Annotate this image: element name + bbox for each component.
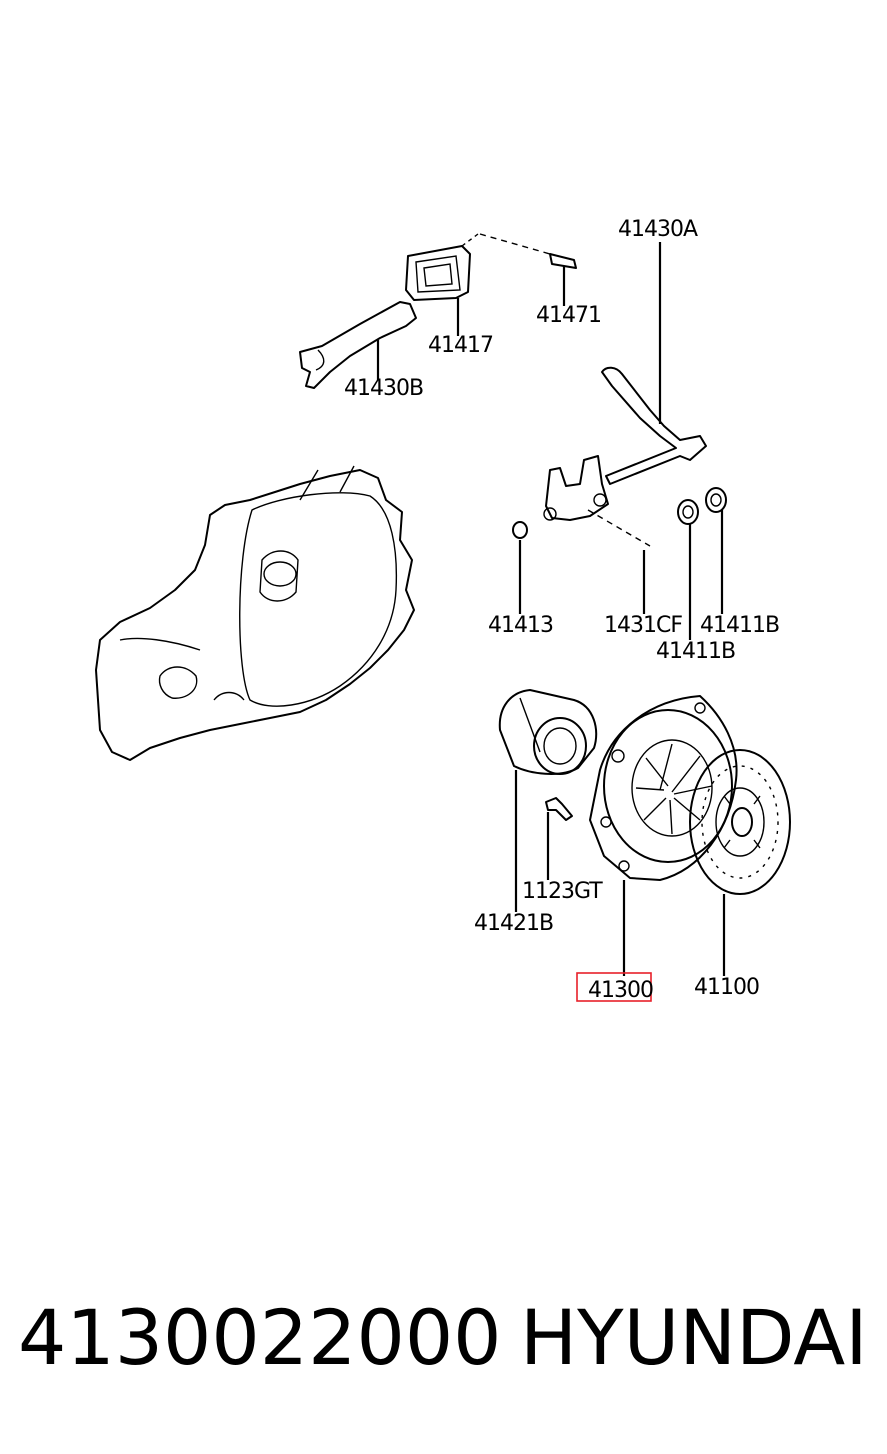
clutch-cover-drawing — [589, 695, 738, 881]
transmission-housing-drawing — [95, 465, 415, 761]
callout-41430B: 41430B — [344, 376, 423, 401]
brand-name-caption: HYUNDAI — [520, 1293, 868, 1382]
callout-41300: 41300 — [588, 978, 653, 1003]
callout-41421B: 41421B — [474, 911, 553, 936]
callout-41417: 41417 — [428, 333, 493, 358]
bushings-drawing — [512, 487, 727, 539]
pin-drawing — [479, 233, 577, 269]
shift-shaft-drawing — [543, 366, 707, 547]
part-number-caption: 4130022000 — [18, 1293, 502, 1382]
callout-1123GT: 1123GT — [522, 879, 603, 904]
callout-41413: 41413 — [488, 613, 553, 638]
highlight-box — [576, 972, 652, 1002]
release-bearing-drawing — [498, 689, 598, 775]
bolt-drawing — [545, 797, 573, 821]
leader-lines — [376, 242, 726, 976]
callout-41411B-top: 41411B — [700, 613, 779, 638]
callout-41411B-bottom: 41411B — [656, 639, 735, 664]
callout-41100: 41100 — [694, 975, 759, 1000]
release-lever-drawing — [299, 301, 417, 389]
callout-41430A: 41430A — [618, 217, 698, 242]
callout-1431CF: 1431CF — [604, 613, 682, 638]
clutch-disc-drawing — [689, 749, 791, 895]
dust-boot-drawing — [405, 233, 479, 301]
callout-41471: 41471 — [536, 303, 601, 328]
